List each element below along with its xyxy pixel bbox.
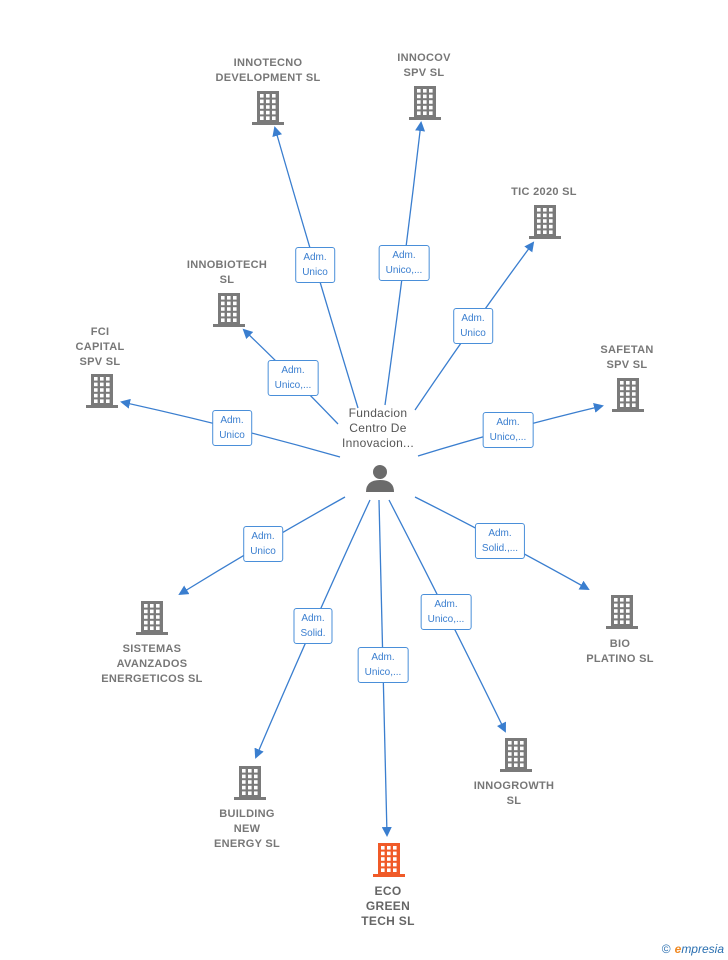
edge-label-fci[interactable]: Adm. Unico <box>212 410 252 446</box>
building-icon-tic2020[interactable] <box>529 205 561 239</box>
edge-label-text: Adm. <box>496 417 520 428</box>
person-icon[interactable] <box>366 465 394 492</box>
edge-label-text: Unico,... <box>364 667 402 678</box>
edge-label-text: Adm. <box>461 313 485 324</box>
edge-label-innotecno[interactable]: Adm. Unico <box>295 247 335 283</box>
company-name-line: INNOTECNO <box>233 57 303 69</box>
company-label-innotecno[interactable]: INNOTECNO DEVELOPMENT SL <box>188 56 348 86</box>
empresia-credits[interactable]: ©empresia <box>662 942 724 956</box>
building-icon-building[interactable] <box>234 766 266 800</box>
company-name-line: SPV SL <box>79 356 121 368</box>
empresia-logo-initial: e <box>674 942 682 956</box>
company-name-line: BIO <box>609 638 631 650</box>
center-name-line: Fundacion <box>348 406 408 420</box>
edge-label-text: Adm. <box>251 531 275 542</box>
company-name-line: TECH SL <box>361 914 415 928</box>
company-name-line: SPV SL <box>606 359 648 371</box>
edge-label-text: Adm. <box>371 652 395 663</box>
building-icon-innocov[interactable] <box>409 86 441 120</box>
company-label-sistemas[interactable]: SISTEMAS AVANZADOS ENERGETICOS SL <box>72 642 232 687</box>
edge-label-text: Adm. <box>281 365 305 376</box>
copyright-icon: © <box>661 942 671 956</box>
edge-label-text: Adm. <box>301 613 325 624</box>
edge-label-innobiotech[interactable]: Adm. Unico,... <box>267 360 319 396</box>
edge-label-text: Unico,... <box>489 432 527 443</box>
edge-label-text: Unico <box>460 328 486 339</box>
edge-label-innocov[interactable]: Adm. Unico,... <box>378 245 430 281</box>
company-label-innogrowth[interactable]: INNOGROWTH SL <box>434 779 594 809</box>
company-name-line: TIC 2020 SL <box>511 186 577 198</box>
company-name-line: INNOCOV <box>397 52 451 64</box>
empresia-logo-text: mpresia <box>681 942 724 956</box>
company-name-line: NEW <box>233 823 261 835</box>
edge-label-sistemas[interactable]: Adm. Unico <box>243 526 283 562</box>
company-name-line: DEVELOPMENT SL <box>215 72 321 84</box>
company-name-line: BUILDING <box>219 808 275 820</box>
company-label-bio[interactable]: BIO PLATINO SL <box>540 637 700 667</box>
building-icon-bio[interactable] <box>606 595 638 629</box>
company-name-line: PLATINO SL <box>586 653 654 665</box>
company-label-building[interactable]: BUILDING NEW ENERGY SL <box>167 807 327 852</box>
company-name-line: ENERGETICOS SL <box>101 673 203 685</box>
company-name-line: SPV SL <box>403 67 445 79</box>
edge-label-building[interactable]: Adm. Solid. <box>293 608 333 644</box>
company-label-fci[interactable]: FCI CAPITAL SPV SL <box>20 325 180 370</box>
company-name-line: AVANZADOS <box>116 658 188 670</box>
building-icon-fci[interactable] <box>86 374 118 408</box>
edge-label-text: Unico,... <box>427 614 465 625</box>
company-label-innobiotech[interactable]: INNOBIOTECH SL <box>147 258 307 288</box>
edge-label-text: Adm. <box>392 250 416 261</box>
edge-label-text: Unico,... <box>274 380 312 391</box>
edge-label-text: Solid.,... <box>481 543 519 554</box>
edge-label-text: Adm. <box>303 252 327 263</box>
edge-label-eco[interactable]: Adm. Unico,... <box>357 647 409 683</box>
edge-label-text: Unico,... <box>385 265 423 276</box>
building-icon-safetan[interactable] <box>612 378 644 412</box>
edge-label-text: Unico <box>250 546 276 557</box>
edge-label-text: Unico <box>219 430 245 441</box>
center-name-line: Innovacion... <box>342 436 414 450</box>
edge-label-text: Adm. <box>434 599 458 610</box>
edge-label-text: Adm. <box>220 415 244 426</box>
edge-label-text: Adm. <box>488 528 512 539</box>
company-name-line: CAPITAL <box>75 341 125 353</box>
edge-label-bio[interactable]: Adm. Solid.,... <box>474 523 526 559</box>
edge-label-tic2020[interactable]: Adm. Unico <box>453 308 493 344</box>
edge-label-text: Unico <box>302 267 328 278</box>
company-name-line: ECO <box>374 884 402 898</box>
edge-label-text: Solid. <box>300 628 326 639</box>
building-icon-innobiotech[interactable] <box>213 293 245 327</box>
center-name-line: Centro De <box>349 421 407 435</box>
company-name-line: FCI <box>90 326 110 338</box>
company-name-line: SISTEMAS <box>122 643 182 655</box>
edge-label-safetan[interactable]: Adm. Unico,... <box>482 412 534 448</box>
company-name-line: SL <box>219 274 235 286</box>
company-label-safetan[interactable]: SAFETAN SPV SL <box>547 343 707 373</box>
company-name-line: GREEN <box>365 899 411 913</box>
company-name-line: SL <box>506 795 522 807</box>
building-icon-innotecno[interactable] <box>252 91 284 125</box>
company-name-line: ENERGY SL <box>213 838 281 850</box>
building-icon-sistemas[interactable] <box>136 601 168 635</box>
company-label-innocov[interactable]: INNOCOV SPV SL <box>344 51 504 81</box>
company-label-tic2020[interactable]: TIC 2020 SL <box>464 185 624 200</box>
building-icon-innogrowth[interactable] <box>500 738 532 772</box>
company-name-line: INNOGROWTH <box>473 780 555 792</box>
building-icon-eco[interactable] <box>373 843 405 877</box>
company-name-line: INNOBIOTECH <box>186 259 268 271</box>
company-name-line: SAFETAN <box>600 344 654 356</box>
edge-label-innogrowth[interactable]: Adm. Unico,... <box>420 594 472 630</box>
